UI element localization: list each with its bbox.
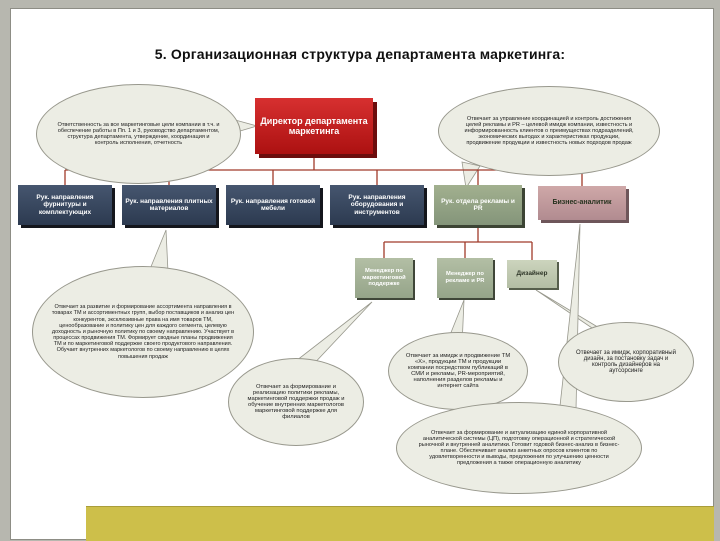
slide-title: 5. Организационная структура департамент… — [154, 46, 566, 62]
org-box-ads-pr-head: Рук. отдела рекламы и PR — [434, 185, 522, 225]
org-box-director: Директор департамента маркетинга — [255, 98, 373, 154]
callout-designer: Отвечает за имидж, корпоративный дизайн,… — [558, 322, 694, 402]
callout-marketing-support: Отвечает за формирование и реализацию по… — [228, 358, 364, 446]
callout-pr-head-right: Отвечает за управление координацией и ко… — [438, 86, 660, 176]
callout-business-analyst: Отвечает за формирование и актуализацию … — [396, 402, 642, 494]
org-box-designer: Дизайнер — [507, 260, 557, 288]
org-box-finished-furniture: Рук. направления готовой мебели — [226, 185, 320, 225]
slide-footer-bar — [86, 506, 714, 541]
callout-ads-pr-manager: Отвечает за имидж и продвижение ТМ «Х», … — [388, 332, 528, 410]
org-box-panel-materials: Рук. направления плитных материалов — [122, 185, 216, 225]
org-box-furniture-fittings: Рук. направления фурнитуры и комплектующ… — [18, 185, 112, 225]
callout-division-heads: Отвечает за развитие и формирование ассо… — [32, 266, 254, 398]
org-box-ads-pr-manager: Менеджер по рекламе и PR — [437, 258, 493, 298]
org-box-business-analyst: Бизнес-аналитик — [538, 186, 626, 220]
callout-director-left: Ответственность за все маркетинговые цел… — [36, 84, 241, 184]
org-box-equipment-tools: Рук. направления оборудования и инструме… — [330, 185, 424, 225]
org-box-marketing-support-manager: Менеджер по маркетинговой поддержке — [355, 258, 413, 298]
